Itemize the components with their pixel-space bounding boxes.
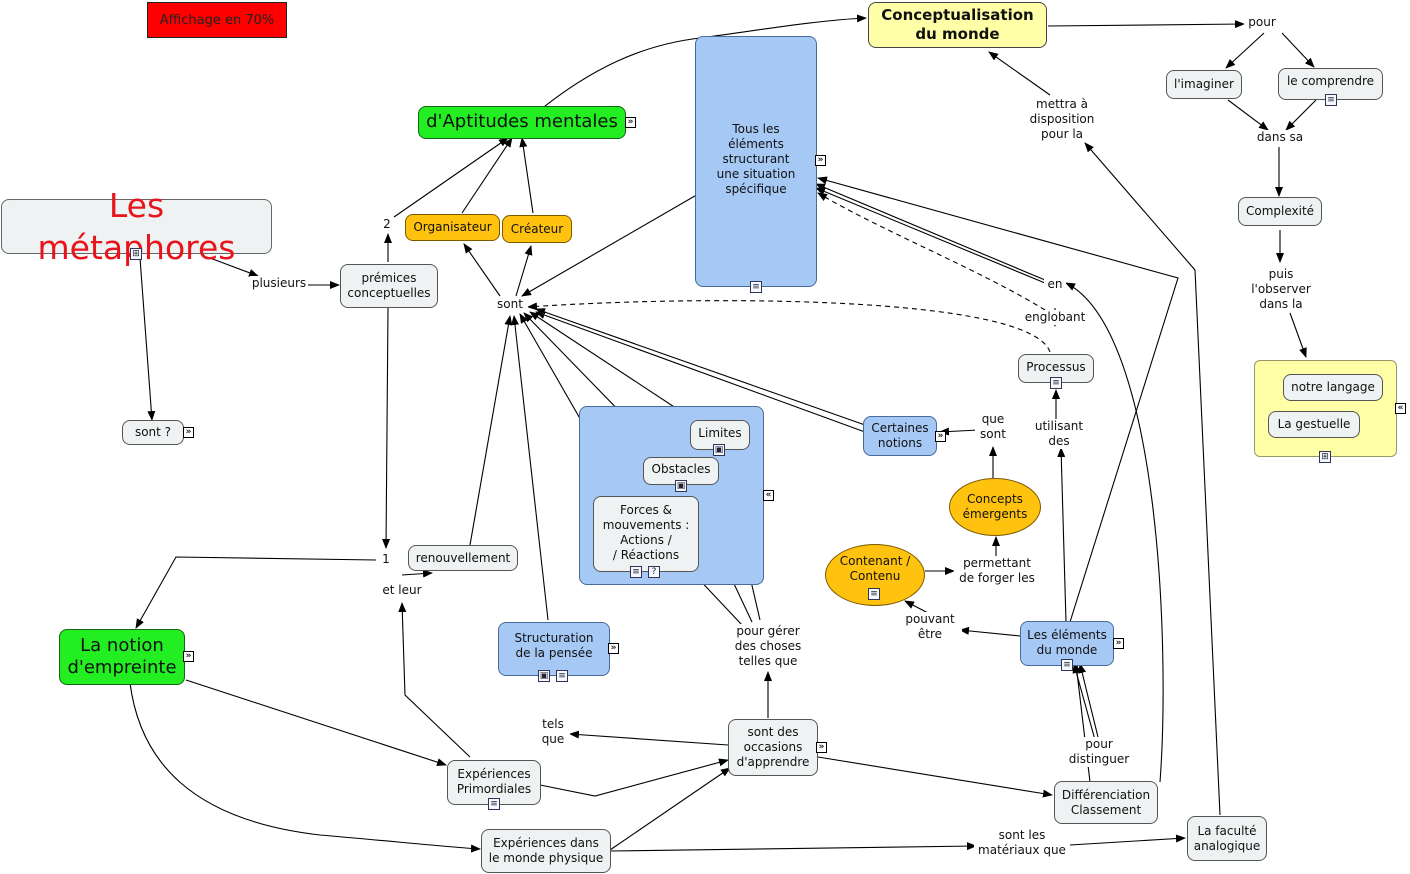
note-icon[interactable]: ≡ (1050, 377, 1062, 389)
image-icon[interactable]: ▣ (675, 480, 687, 492)
certaines-notions-node[interactable]: Certaines notions (863, 416, 937, 456)
hierarchy-icon[interactable]: ⊞ (130, 248, 142, 260)
que-sont-label: que sont (975, 412, 1011, 442)
note-icon[interactable]: ≡ (556, 670, 568, 682)
renouvellement-node[interactable]: renouvellement (408, 545, 518, 571)
expand-icon[interactable]: » (183, 427, 194, 438)
collapse-icon[interactable]: « (1395, 403, 1406, 414)
forces-mouvements-node[interactable]: Forces & mouvements : Actions / / Réacti… (593, 496, 699, 572)
complexite-node[interactable]: Complexité (1238, 197, 1322, 226)
expand-icon[interactable]: » (1113, 638, 1124, 649)
question-icon[interactable]: ? (648, 566, 660, 578)
image-icon[interactable]: ▣ (538, 670, 550, 682)
permettant-label: permettant de forger les (954, 556, 1040, 586)
materiaux-label: sont les matériaux que (974, 828, 1070, 858)
et-leur-label: et leur (376, 583, 428, 598)
les-metaphores-node[interactable]: Les métaphores (1, 186, 272, 267)
sont-question-node[interactable]: sont ? (122, 420, 184, 445)
expand-icon[interactable]: » (815, 155, 826, 166)
occasions-apprendre-node[interactable]: sont des occasions d'apprendre (728, 719, 818, 776)
collapse-icon[interactable]: « (763, 490, 774, 501)
faculte-analogique-node[interactable]: La faculté analogique (1187, 816, 1267, 861)
plusieurs-label: plusieurs (250, 276, 308, 291)
dans-sa-label: dans sa (1252, 130, 1308, 145)
mettra-label: mettra à disposition pour la (1022, 97, 1102, 142)
createur-node[interactable]: Créateur (502, 215, 572, 243)
utilisant-label: utilisant des (1028, 419, 1090, 449)
gestuelle-node[interactable]: La gestuelle (1268, 411, 1360, 438)
tous-elements-node[interactable]: Tous les éléments structurant une situat… (695, 36, 817, 287)
experiences-monde-physique-node[interactable]: Expériences dans le monde physique (481, 829, 611, 873)
zoom-banner: Affichage en 70% (147, 2, 287, 38)
note-icon[interactable]: ≡ (1325, 94, 1337, 106)
pour-gerer-label: pour gérer des choses telles que (728, 624, 808, 669)
note-icon[interactable]: ≡ (488, 798, 500, 810)
organisateur-node[interactable]: Organisateur (405, 214, 500, 241)
hierarchy-icon[interactable]: ⊞ (1319, 451, 1331, 463)
conceptualisation-node[interactable]: Conceptualisation du monde (868, 2, 1047, 48)
note-icon[interactable]: ≡ (868, 588, 880, 600)
structuration-pensee-node[interactable]: Structuration de la pensée (498, 622, 610, 676)
imaginer-node[interactable]: l'imaginer (1166, 70, 1242, 99)
pouvant-etre-label: pouvant être (898, 612, 962, 642)
englobant-label: englobant (1020, 310, 1090, 325)
expand-icon[interactable]: » (183, 651, 194, 662)
differenciation-node[interactable]: Différenciation Classement (1054, 781, 1158, 824)
note-icon[interactable]: ≡ (630, 566, 642, 578)
sont-center-label: sont (492, 297, 528, 312)
note-icon[interactable]: ≡ (1061, 659, 1073, 671)
notion-empreinte-node[interactable]: La notion d'empreinte (59, 629, 185, 685)
number-1-label: 1 (379, 552, 393, 567)
expand-icon[interactable]: » (816, 742, 827, 753)
expand-icon[interactable]: » (935, 431, 946, 442)
aptitudes-mentales-node[interactable]: d'Aptitudes mentales (418, 106, 626, 139)
tels-que-label: tels que (536, 717, 570, 747)
premices-node[interactable]: prémices conceptuelles (340, 264, 438, 308)
elements-monde-node[interactable]: Les éléments du monde (1020, 621, 1114, 666)
en-label: en (1044, 277, 1066, 292)
obstacles-node[interactable]: Obstacles (643, 457, 719, 485)
expand-icon[interactable]: » (625, 117, 636, 128)
image-icon[interactable]: ▣ (713, 444, 725, 456)
expand-icon[interactable]: » (608, 643, 619, 654)
pour-distinguer-label: pour distinguer (1062, 737, 1136, 767)
puis-observer-label: puis l'observer dans la (1246, 267, 1316, 312)
pour-top-label: pour (1244, 15, 1280, 30)
experiences-primordiales-node[interactable]: Expériences Primordiales (447, 760, 541, 805)
note-icon[interactable]: ≡ (750, 281, 762, 293)
concepts-emergents-node[interactable]: Concepts émergents (949, 478, 1041, 536)
notre-langage-node[interactable]: notre langage (1283, 374, 1383, 401)
number-2-label: 2 (380, 217, 394, 232)
